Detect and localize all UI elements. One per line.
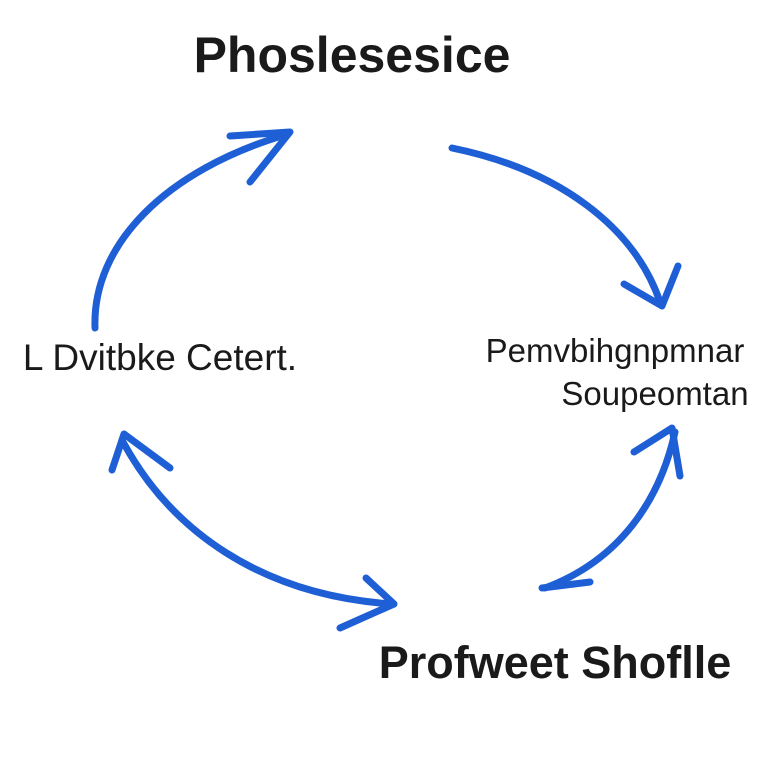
arrow-top-to-right <box>448 144 682 310</box>
arrow-left-to-top <box>91 128 294 332</box>
node-right-label-line2: Soupeomtan <box>561 375 748 412</box>
arrow-bottom-to-left <box>108 430 398 632</box>
node-bottom-label: Profweet Shoflle <box>379 637 732 688</box>
node-right-label-line1: Pemvbihgnpmnar <box>486 332 745 369</box>
node-top-label: Phoslesesice <box>194 27 511 83</box>
arrow-right-to-bottom <box>538 424 684 592</box>
node-left-label: L Dvitbke Cetert. <box>23 337 297 378</box>
